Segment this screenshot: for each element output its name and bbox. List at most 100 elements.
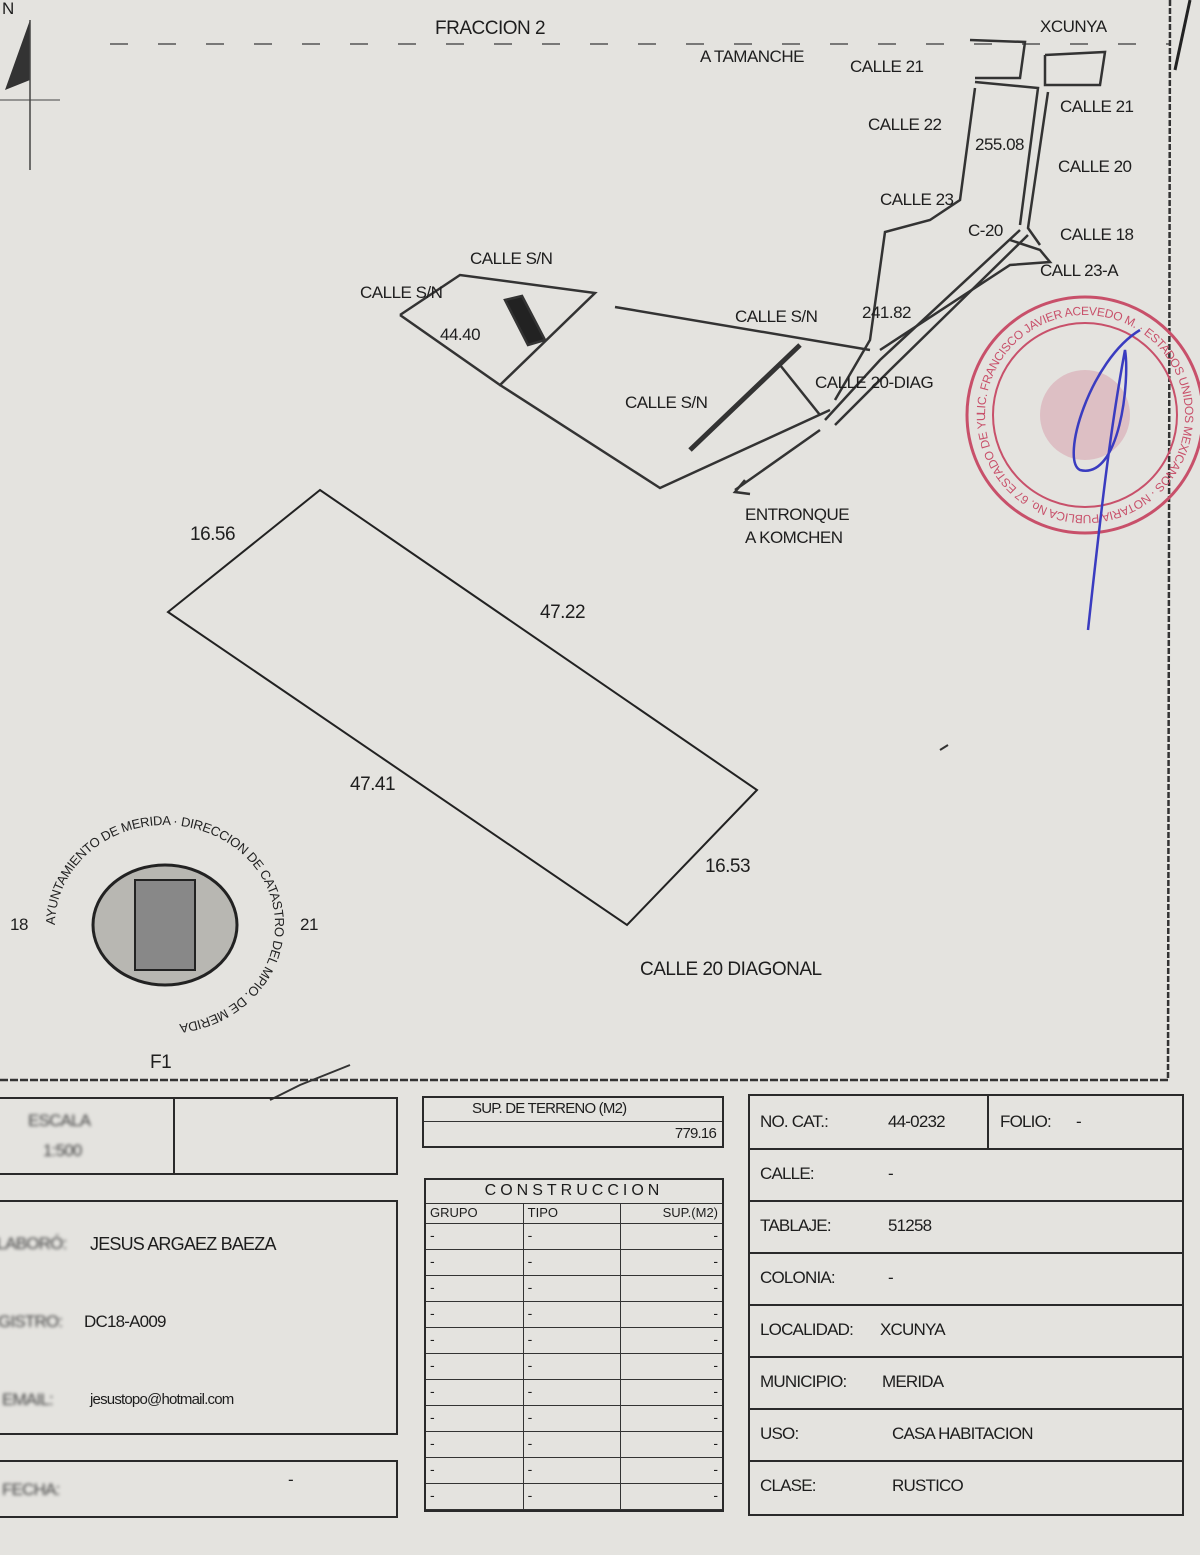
email-value: jesustopo@hotmail.com xyxy=(90,1391,234,1408)
construccion-cell: - xyxy=(426,1354,524,1379)
owner-box: ELABORÓ: JESUS ARGAEZ BAEZA REGISTRO: DC… xyxy=(0,1200,398,1435)
lot-side-ne: 47.22 xyxy=(540,602,585,623)
street-calle23a: CALL 23-A xyxy=(1040,261,1119,280)
construccion-row: --- xyxy=(426,1276,722,1302)
construccion-cell: - xyxy=(426,1458,524,1483)
construccion-row: --- xyxy=(426,1250,722,1276)
street-calle20-diag: CALLE 20-DIAG xyxy=(815,373,933,392)
sup-terreno-box: SUP. DE TERRENO (M2) 779.16 xyxy=(422,1096,724,1148)
street-calle-sn-1: CALLE S/N xyxy=(360,283,442,302)
signature xyxy=(1072,328,1141,631)
colonia-label: COLONIA: xyxy=(760,1268,836,1287)
construccion-title: CONSTRUCCION xyxy=(484,1182,664,1199)
tablaje-value: 51258 xyxy=(888,1216,932,1235)
construccion-row: --- xyxy=(426,1432,722,1458)
calle-label: CALLE: xyxy=(760,1164,815,1183)
city-seal: AYUNTAMIENTO DE MERIDA · DIRECCION DE CA… xyxy=(10,813,318,1073)
no-cat-value: 44-0232 xyxy=(888,1112,946,1131)
construccion-cell: - xyxy=(713,1487,719,1503)
street-calle20: CALLE 20 xyxy=(1058,157,1132,176)
place-tamanche: A TAMANCHE xyxy=(700,47,804,66)
construccion-cell: - xyxy=(713,1227,719,1243)
construccion-cell: - xyxy=(524,1484,622,1509)
construccion-cell: - xyxy=(426,1484,524,1509)
lot-side-sw: 47.41 xyxy=(350,774,395,795)
lot-side-se: 16.53 xyxy=(705,856,750,877)
construccion-row: --- xyxy=(426,1380,722,1406)
street-calle-sn-4: CALLE S/N xyxy=(625,393,707,412)
construccion-cell: - xyxy=(426,1380,524,1405)
fecha-label: FECHA: xyxy=(2,1480,60,1499)
construccion-cell: - xyxy=(524,1458,622,1483)
notary-stamp: LIC. FRANCISCO JAVIER ACEVEDO M. · ESTAD… xyxy=(0,0,1200,631)
fecha-box: FECHA: - xyxy=(0,1460,398,1518)
construccion-row: --- xyxy=(426,1354,722,1380)
seal-number-left: 18 xyxy=(10,915,28,934)
road-network xyxy=(399,38,1107,496)
construccion-cell: - xyxy=(713,1253,719,1269)
street-calle20-diagonal: CALLE 20 DIAGONAL xyxy=(640,959,822,980)
construccion-cell: - xyxy=(426,1276,524,1301)
elaboro-value: JESUS ARGAEZ BAEZA xyxy=(90,1234,276,1254)
construccion-cell: - xyxy=(524,1276,622,1301)
construccion-header: GRUPO xyxy=(426,1204,524,1223)
construccion-cell: - xyxy=(524,1432,622,1457)
clase-value: RUSTICO xyxy=(892,1476,964,1495)
elaboro-label: ELABORÓ: xyxy=(0,1234,67,1253)
construccion-cell: - xyxy=(713,1383,719,1399)
tablaje-label: TABLAJE: xyxy=(760,1216,832,1235)
place-entronque: ENTRONQUE xyxy=(745,505,849,524)
seal-code: F1 xyxy=(150,1052,171,1073)
fraccion-title: FRACCION 2 xyxy=(435,18,545,39)
no-cat-label: NO. CAT.: xyxy=(760,1112,829,1131)
registro-label: REGISTRO: xyxy=(0,1312,63,1331)
street-calle22: CALLE 22 xyxy=(868,115,942,134)
construccion-cell: - xyxy=(426,1250,524,1275)
lot-polygon xyxy=(166,488,759,927)
construccion-row: --- xyxy=(426,1328,722,1354)
email-label: EMAIL: xyxy=(2,1390,54,1409)
uso-label: USO: xyxy=(760,1424,799,1443)
scale-label: ESCALA xyxy=(28,1111,91,1130)
municipio-value: MERIDA xyxy=(882,1372,944,1391)
fecha-value: - xyxy=(288,1470,294,1489)
calle-value: - xyxy=(888,1164,894,1183)
scale-value: 1:500 xyxy=(43,1141,82,1160)
construccion-cell: - xyxy=(426,1302,524,1327)
street-calle-sn-3: CALLE S/N xyxy=(735,307,817,326)
construccion-cell: - xyxy=(713,1279,719,1295)
scale-box: ESCALA 1:500 xyxy=(0,1097,398,1175)
construccion-cell: - xyxy=(713,1357,719,1373)
construccion-cell: - xyxy=(426,1432,524,1457)
folio-value: - xyxy=(1076,1112,1082,1131)
construccion-cell: - xyxy=(713,1435,719,1451)
street-c20: C-20 xyxy=(968,221,1003,240)
construccion-cell: - xyxy=(524,1302,622,1327)
folio-label: FOLIO: xyxy=(1000,1112,1052,1131)
street-calle21-west: CALLE 21 xyxy=(850,57,924,76)
construccion-cell: - xyxy=(713,1305,719,1321)
sup-terreno-label: SUP. DE TERRENO (M2) xyxy=(472,1100,627,1117)
registro-value: DC18-A009 xyxy=(84,1312,166,1331)
seal-number-right: 21 xyxy=(300,915,318,934)
municipio-label: MUNICIPIO: xyxy=(760,1372,847,1391)
construccion-header: SUP.(M2) xyxy=(662,1205,719,1220)
street-calle-sn-2: CALLE S/N xyxy=(470,249,552,268)
place-xcunya: XCUNYA xyxy=(1040,17,1108,36)
construccion-row: --- xyxy=(426,1484,722,1510)
construccion-row: --- xyxy=(426,1302,722,1328)
distance-44: 44.40 xyxy=(440,325,480,344)
construccion-row: --- xyxy=(426,1458,722,1484)
localidad-label: LOCALIDAD: xyxy=(760,1320,854,1339)
info-box: NO. CAT.: 44-0232 FOLIO: - CALLE: - TABL… xyxy=(748,1094,1184,1516)
construccion-cell: - xyxy=(524,1406,622,1431)
lot-side-nw: 16.56 xyxy=(190,524,235,545)
construccion-cell: - xyxy=(713,1409,719,1425)
street-calle23: CALLE 23 xyxy=(880,190,954,209)
construccion-cell: - xyxy=(426,1406,524,1431)
place-komchen: A KOMCHEN xyxy=(745,528,843,547)
construccion-row: --- xyxy=(426,1224,722,1250)
sup-terreno-value: 779.16 xyxy=(674,1125,717,1142)
